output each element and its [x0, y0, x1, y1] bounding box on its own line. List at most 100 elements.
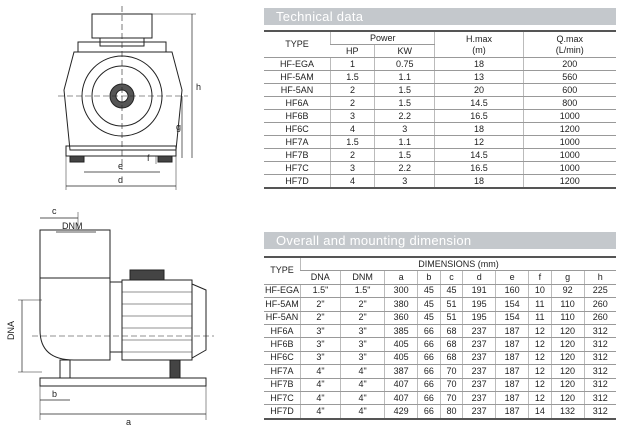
table-cell: 20	[434, 83, 524, 97]
dim-label-b: b	[52, 389, 57, 399]
table-cell: 51	[439, 311, 463, 325]
table-cell: 2.2	[374, 109, 435, 123]
table-cell: 1000	[522, 109, 616, 123]
table-cell: 1.5"	[340, 284, 385, 299]
table-cell: HF7C	[264, 161, 331, 175]
table-cell: 407	[384, 378, 418, 392]
table-cell: 195	[462, 297, 496, 312]
table-cell: 4"	[299, 364, 341, 379]
technical-data-table: TYPE Power H.max (m) Q.max (L/min) HP KW…	[264, 30, 616, 189]
table-cell: 12	[528, 391, 552, 406]
table-cell: HF6A	[264, 96, 331, 110]
table-header-row: TYPE DIMENSIONS (mm)	[264, 255, 616, 285]
table-cell: 120	[550, 351, 585, 366]
table-cell: 45	[417, 311, 441, 325]
table-cell: 407	[384, 391, 418, 406]
table-cell: 11	[528, 311, 552, 325]
table-cell: 2"	[299, 297, 341, 312]
qmax-label: Q.max	[556, 33, 584, 44]
table-cell: 3	[374, 122, 435, 136]
qmax-unit: (L/min)	[555, 44, 584, 55]
table-subheader-row: HP KW	[264, 44, 616, 58]
col-header-hp: HP	[330, 44, 375, 58]
table-cell: 4"	[340, 378, 385, 392]
pump-drawing: h g e f d	[6, 6, 214, 427]
table-cell: HF-EGA	[264, 284, 301, 299]
table-cell: 3"	[340, 351, 385, 366]
dim-label-g: g	[176, 122, 181, 132]
table-cell: 200	[522, 57, 616, 71]
table-cell: 132	[550, 404, 585, 420]
dim-label-e: e	[118, 161, 123, 171]
table-cell: 4"	[299, 378, 341, 392]
dim-label-h: h	[196, 82, 201, 92]
table-cell: 1200	[522, 122, 616, 136]
table-cell: 312	[583, 378, 616, 392]
table-cell: 237	[462, 364, 496, 379]
table-cell: 70	[439, 378, 463, 392]
table-cell: 4"	[299, 404, 341, 420]
table-header-row: TYPE Power H.max (m) Q.max (L/min)	[264, 30, 616, 58]
table-cell: 4"	[340, 364, 385, 379]
table-cell: 312	[583, 404, 616, 420]
table-cell: HF-5AN	[264, 311, 301, 325]
table-cell: HF-5AN	[264, 83, 331, 97]
table-cell: 2.2	[374, 161, 435, 175]
table-cell: 13	[434, 70, 524, 84]
table-cell: HF7B	[264, 378, 301, 392]
table-cell: 387	[384, 364, 418, 379]
col-header-kw: KW	[374, 44, 435, 58]
col-header: a	[384, 270, 418, 285]
table-cell: 14.5	[434, 96, 524, 110]
table-cell: 4"	[299, 391, 341, 406]
col-header: c	[439, 270, 463, 285]
table-cell: 68	[439, 351, 463, 366]
table-cell: 14	[528, 404, 552, 420]
table-cell: 120	[550, 324, 585, 339]
dim-label-d: d	[118, 175, 123, 185]
table-cell: 3"	[340, 337, 385, 352]
table-cell: 66	[417, 337, 441, 352]
table-cell: 300	[384, 284, 418, 299]
table-cell: 154	[495, 311, 529, 325]
table-cell: 18	[434, 122, 524, 136]
table-cell: HF7A	[264, 135, 331, 149]
table-cell: 4	[329, 174, 375, 189]
table-cell: 1.5	[374, 148, 435, 162]
col-header-hmax: H.max (m)	[434, 30, 524, 58]
table-cell: 1000	[522, 161, 616, 175]
table-cell: 195	[462, 311, 496, 325]
table-cell: 12	[528, 324, 552, 339]
col-header: h	[583, 270, 616, 285]
table-cell: 187	[495, 364, 529, 379]
table-cell: 3	[329, 161, 375, 175]
table-cell: 800	[522, 96, 616, 110]
table-cell: 80	[439, 404, 463, 420]
table-cell: 14.5	[434, 148, 524, 162]
technical-data-title: Technical data	[264, 8, 616, 25]
table-cell: 2	[329, 96, 375, 110]
table-cell: 1200	[522, 174, 616, 189]
table-cell: 66	[417, 391, 441, 406]
table-cell: 1.5	[329, 135, 375, 149]
table-cell: 45	[417, 297, 441, 312]
col-header-dimensions: DIMENSIONS (mm)	[300, 256, 616, 272]
table-cell: 405	[384, 351, 418, 366]
table-cell: 2"	[340, 311, 385, 325]
col-header: d	[462, 270, 496, 285]
table-cell: 1.1	[374, 70, 435, 84]
table-cell: 191	[462, 284, 496, 299]
table-cell: HF7D	[264, 404, 301, 420]
table-cell: 1.5	[374, 83, 435, 97]
dim-label-c: c	[52, 206, 57, 216]
table-cell: 187	[495, 404, 529, 420]
